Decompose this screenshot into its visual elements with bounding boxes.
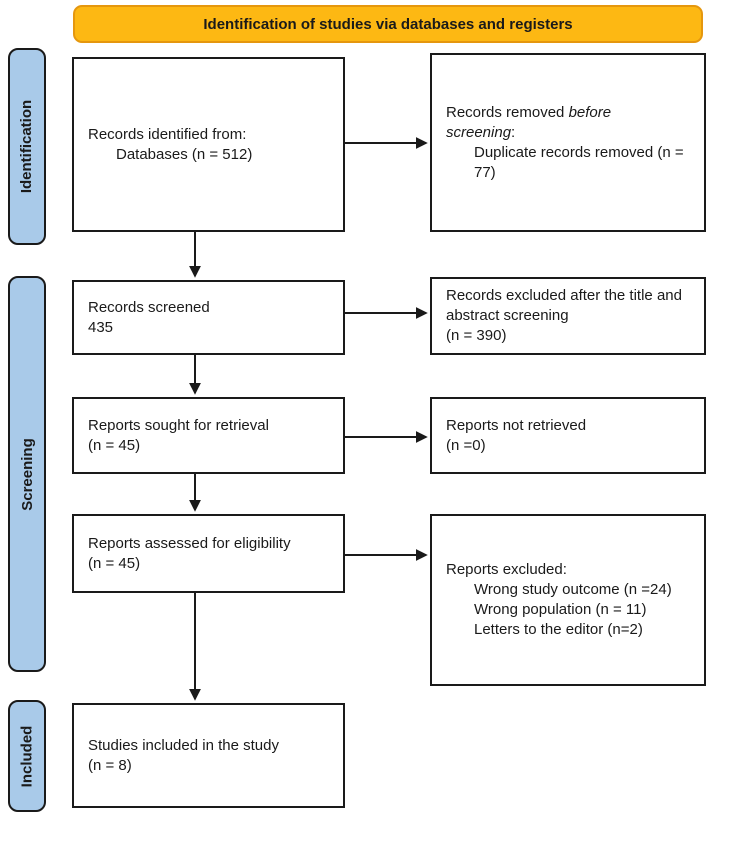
box-studies-included-line2: (n = 8) [88,756,132,774]
box-reports-sought: Reports sought for retrieval (n = 45) [72,397,345,474]
box-reports-excluded-item: Wrong study outcome (n =24) [474,581,672,598]
box-records-identified: Records identified from: Databases (n = … [72,57,345,232]
box-reports-excluded-item: Wrong population (n = 11) [474,601,647,618]
banner-label: Identification of studies via databases … [203,15,573,33]
stage-label-identification-text: Identification [18,99,36,194]
box-records-removed-item: Duplicate records removed (n = 77) [474,143,684,181]
box-records-removed-title: Records removed before screening: [446,103,612,141]
italic-before-screening: before screening [446,103,612,141]
stage-label-identification: Identification [8,48,46,245]
box-records-excluded-line2: (n = 390) [446,327,507,344]
banner: Identification of studies via databases … [73,5,703,43]
box-studies-included: Studies included in the study (n = 8) [72,703,345,808]
box-reports-assessed: Reports assessed for eligibility (n = 45… [72,514,345,593]
stage-label-screening-text: Screening [18,437,36,511]
box-reports-not-retrieved: Reports not retrieved (n =0) [430,397,706,474]
stage-label-screening: Screening [8,276,46,672]
box-reports-sought-line2: (n = 45) [88,436,141,454]
box-records-screened-line2: 435 [88,318,114,336]
box-records-identified-item: Databases (n = 512) [116,145,253,163]
box-records-removed: Records removed before screening: Duplic… [430,53,706,232]
box-reports-excluded-item: Letters to the editor (n=2) [474,621,643,638]
stage-label-included: Included [8,700,46,812]
box-records-excluded: Records excluded after the title and abs… [430,277,706,355]
box-records-screened: Records screened 435 [72,280,345,355]
box-reports-not-retrieved-line1: Reports not retrieved [446,416,587,434]
stage-label-included-text: Included [18,725,36,787]
box-reports-sought-line1: Reports sought for retrieval [88,416,269,434]
box-records-excluded-line1: Records excluded after the title and abs… [446,287,682,324]
box-studies-included-line1: Studies included in the study [88,736,279,754]
box-records-screened-line1: Records screened [88,298,210,316]
box-reports-excluded-title: Reports excluded: [446,561,567,578]
box-reports-excluded: Reports excluded: Wrong study outcome (n… [430,514,706,686]
box-reports-assessed-line2: (n = 45) [88,554,141,572]
box-records-identified-title: Records identified from: [88,125,247,143]
box-reports-not-retrieved-line2: (n =0) [446,436,486,454]
box-reports-assessed-line1: Reports assessed for eligibility [88,534,291,552]
